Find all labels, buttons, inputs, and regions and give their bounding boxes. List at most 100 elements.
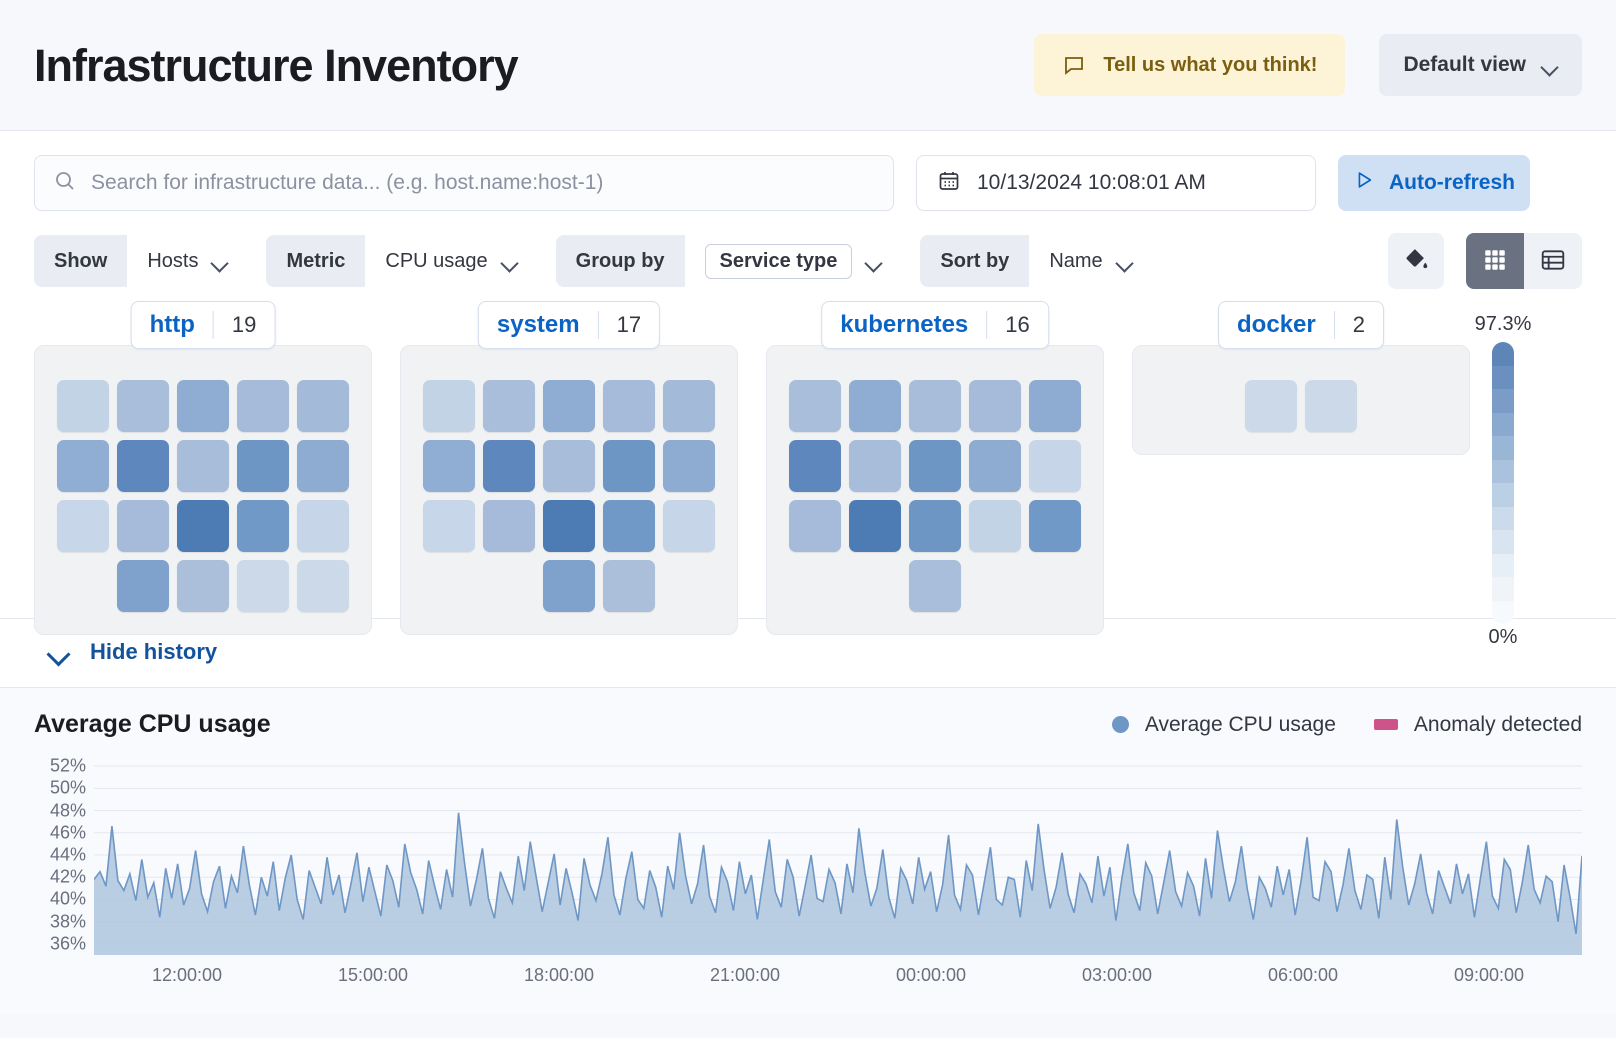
host-tile[interactable] [909,500,961,552]
y-tick-label: 40% [49,888,86,909]
y-tick-label: 42% [49,866,86,887]
host-tile[interactable] [297,500,349,552]
grid-view-button[interactable] [1466,233,1524,289]
host-tile[interactable] [237,380,289,432]
host-tile[interactable] [1305,380,1357,432]
legend-max-label: 97.3% [1474,313,1532,335]
host-tile[interactable] [57,380,109,432]
host-tile[interactable] [603,380,655,432]
host-tile[interactable] [423,380,475,432]
host-tile[interactable] [603,560,655,612]
host-tile[interactable] [909,440,961,492]
host-tile[interactable] [543,500,595,552]
host-tile[interactable] [1029,500,1081,552]
host-tile[interactable] [423,440,475,492]
host-tile[interactable] [237,500,289,552]
host-tile[interactable] [909,380,961,432]
host-tile[interactable] [603,440,655,492]
filter-show-value[interactable]: Hosts [127,235,249,287]
default-view-selector[interactable]: Default view [1379,34,1582,96]
history-toggle-label: Hide history [90,639,218,664]
filter-group-by-value[interactable]: Service type [684,235,903,287]
host-tile[interactable] [483,440,535,492]
filter-group-by-value-text: Service type [704,243,853,279]
host-tile[interactable] [237,560,289,612]
host-tile[interactable] [177,440,229,492]
auto-refresh-button[interactable]: Auto-refresh [1338,155,1530,211]
tile-row [57,380,349,432]
host-tile[interactable] [663,440,715,492]
host-tile[interactable] [297,560,349,612]
host-tile[interactable] [1029,440,1081,492]
host-tile[interactable] [543,380,595,432]
divider [212,311,214,339]
color-legend: 97.3% 0% [1448,313,1558,649]
host-tile[interactable] [909,560,961,612]
host-tile[interactable] [297,380,349,432]
host-tile[interactable] [969,500,1021,552]
view-controls [1388,233,1582,289]
host-tile[interactable] [117,440,169,492]
host-tile[interactable] [177,500,229,552]
host-tile[interactable] [1029,380,1081,432]
host-tile[interactable] [117,560,169,612]
host-tile[interactable] [849,440,901,492]
host-tile[interactable] [969,380,1021,432]
filter-sort-by-value[interactable]: Name [1029,235,1153,287]
host-tile[interactable] [663,500,715,552]
y-tick-label: 48% [49,800,86,821]
legend-swatch [1492,459,1514,483]
host-tile[interactable] [117,500,169,552]
host-tile[interactable] [789,380,841,432]
host-tile[interactable] [297,440,349,492]
host-tile[interactable] [663,380,715,432]
filter-metric-value-text: CPU usage [385,249,488,272]
host-tile[interactable] [1245,380,1297,432]
legend-swatch [1492,553,1514,577]
host-tile[interactable] [603,500,655,552]
play-icon [1353,169,1375,197]
table-view-button[interactable] [1524,233,1582,289]
group-card-http [34,345,372,635]
host-tile[interactable] [789,440,841,492]
host-tile[interactable] [483,380,535,432]
y-tick-label: 38% [49,911,86,932]
host-tile[interactable] [543,440,595,492]
host-tile[interactable] [423,500,475,552]
host-tile[interactable] [849,500,901,552]
host-tile[interactable] [543,560,595,612]
legend-item-anomaly-detected: Anomaly detected [1373,713,1582,737]
filter-sort-by: Sort by Name [920,235,1153,287]
host-tile[interactable] [849,380,901,432]
legend-min-label: 0% [1488,626,1518,648]
host-tile[interactable] [177,560,229,612]
host-tile[interactable] [483,500,535,552]
filter-show: Show Hosts [34,235,249,287]
host-tile[interactable] [237,440,289,492]
paint-fill-icon-button[interactable] [1388,233,1444,289]
host-tile[interactable] [117,380,169,432]
filters-row: Show Hosts Metric CPU usage Group by Ser… [34,233,1582,289]
y-tick-label: 46% [49,822,86,843]
host-tile[interactable] [789,500,841,552]
host-tile[interactable] [57,500,109,552]
host-tile[interactable] [177,380,229,432]
host-tile[interactable] [969,440,1021,492]
chart-title: Average CPU usage [34,710,271,738]
header-actions: Tell us what you think! Default view [1034,34,1582,96]
date-picker[interactable]: 10/13/2024 10:08:01 AM [916,155,1316,211]
legend-swatch [1492,389,1514,413]
host-tile[interactable] [57,440,109,492]
controls-bar: Search for infrastructure data... (e.g. … [0,131,1616,289]
divider [597,311,599,339]
filter-metric-value[interactable]: CPU usage [365,235,538,287]
feedback-button[interactable]: Tell us what you think! [1034,34,1346,96]
search-input[interactable]: Search for infrastructure data... (e.g. … [34,155,894,211]
